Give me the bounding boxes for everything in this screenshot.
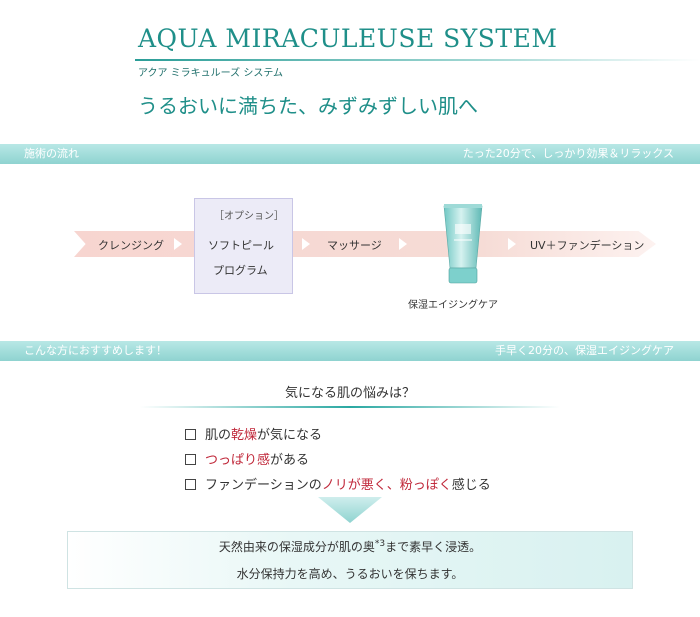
question-divider (140, 406, 560, 408)
section-band-recommend: こんな方におすすめします！ 手早く20分の、保湿エイジングケア (0, 341, 700, 361)
concern-highlight: つっぱり感 (205, 453, 271, 468)
step-uv-foundation: UV＋ファンデーション (530, 239, 645, 252)
checkbox-icon (185, 429, 196, 440)
tagline: うるおいに満ちた、みずみずしい肌へ (138, 94, 478, 118)
concern-item: つっぱり感がある (185, 449, 309, 468)
concern-highlight: ノリが悪く、粉っぽく (321, 478, 452, 493)
result-line-1-post: まで素早く浸透。 (385, 540, 482, 554)
step-massage: マッサージ (327, 239, 382, 252)
concern-highlight: 乾燥 (231, 428, 258, 443)
band-recommend-title: こんな方におすすめします！ (24, 344, 167, 357)
arrow-right-icon (399, 238, 407, 250)
concern-item: ファンデーションのノリが悪く、粉っぽく感じる (185, 474, 491, 493)
concern-item: 肌の乾燥が気になる (185, 424, 322, 443)
down-chevron-icon (318, 497, 382, 523)
question-heading: 気になる肌の悩みは？ (284, 386, 415, 401)
arrow-right-icon (174, 238, 182, 250)
result-box (67, 531, 633, 589)
option-label: ［オプション］ (214, 211, 284, 222)
product-caption: 保湿エイジングケア (408, 300, 498, 311)
brand-divider (135, 59, 700, 61)
band-flow-title: 施術の流れ (24, 147, 79, 160)
concern-text-pre: 肌の (205, 428, 232, 443)
result-line-1-pre: 天然由来の保湿成分が肌の奥 (218, 540, 375, 554)
header: AQUA MIRACULEUSE SYSTEM アクア ミラキュルーズ システム… (0, 0, 700, 135)
section-band-flow: 施術の流れ たった20分で、しっかり効果＆リラックス (0, 144, 700, 164)
result-line-2: 水分保持力を高め、うるおいを保ちます。 (236, 567, 464, 581)
product-tube-icon (443, 204, 483, 284)
step-program: プログラム (213, 264, 268, 277)
flow-bar (74, 231, 656, 257)
result-line-1: 天然由来の保湿成分が肌の奥*3まで素早く浸透。 (0, 538, 700, 555)
step-soft-peel: ソフトピール (208, 239, 274, 252)
concern-text-post: がある (270, 453, 310, 468)
option-box (194, 198, 293, 294)
concern-text-post: が気になる (257, 428, 323, 443)
band-flow-subtitle: たった20分で、しっかり効果＆リラックス (462, 147, 674, 160)
step-cleansing: クレンジング (98, 239, 164, 252)
brand-kana: アクア ミラキュルーズ システム (138, 68, 284, 79)
concern-text-post: 感じる (451, 478, 491, 493)
band-recommend-subtitle: 手早く20分の、保湿エイジングケア (495, 344, 674, 357)
concern-text-pre: ファンデーションの (205, 478, 322, 493)
footnote-marker: *3 (374, 539, 386, 549)
brand-title: AQUA MIRACULEUSE SYSTEM (138, 24, 558, 53)
arrow-right-icon (302, 238, 310, 250)
checkbox-icon (185, 454, 196, 465)
arrow-right-icon (508, 238, 516, 250)
checkbox-icon (185, 479, 196, 490)
